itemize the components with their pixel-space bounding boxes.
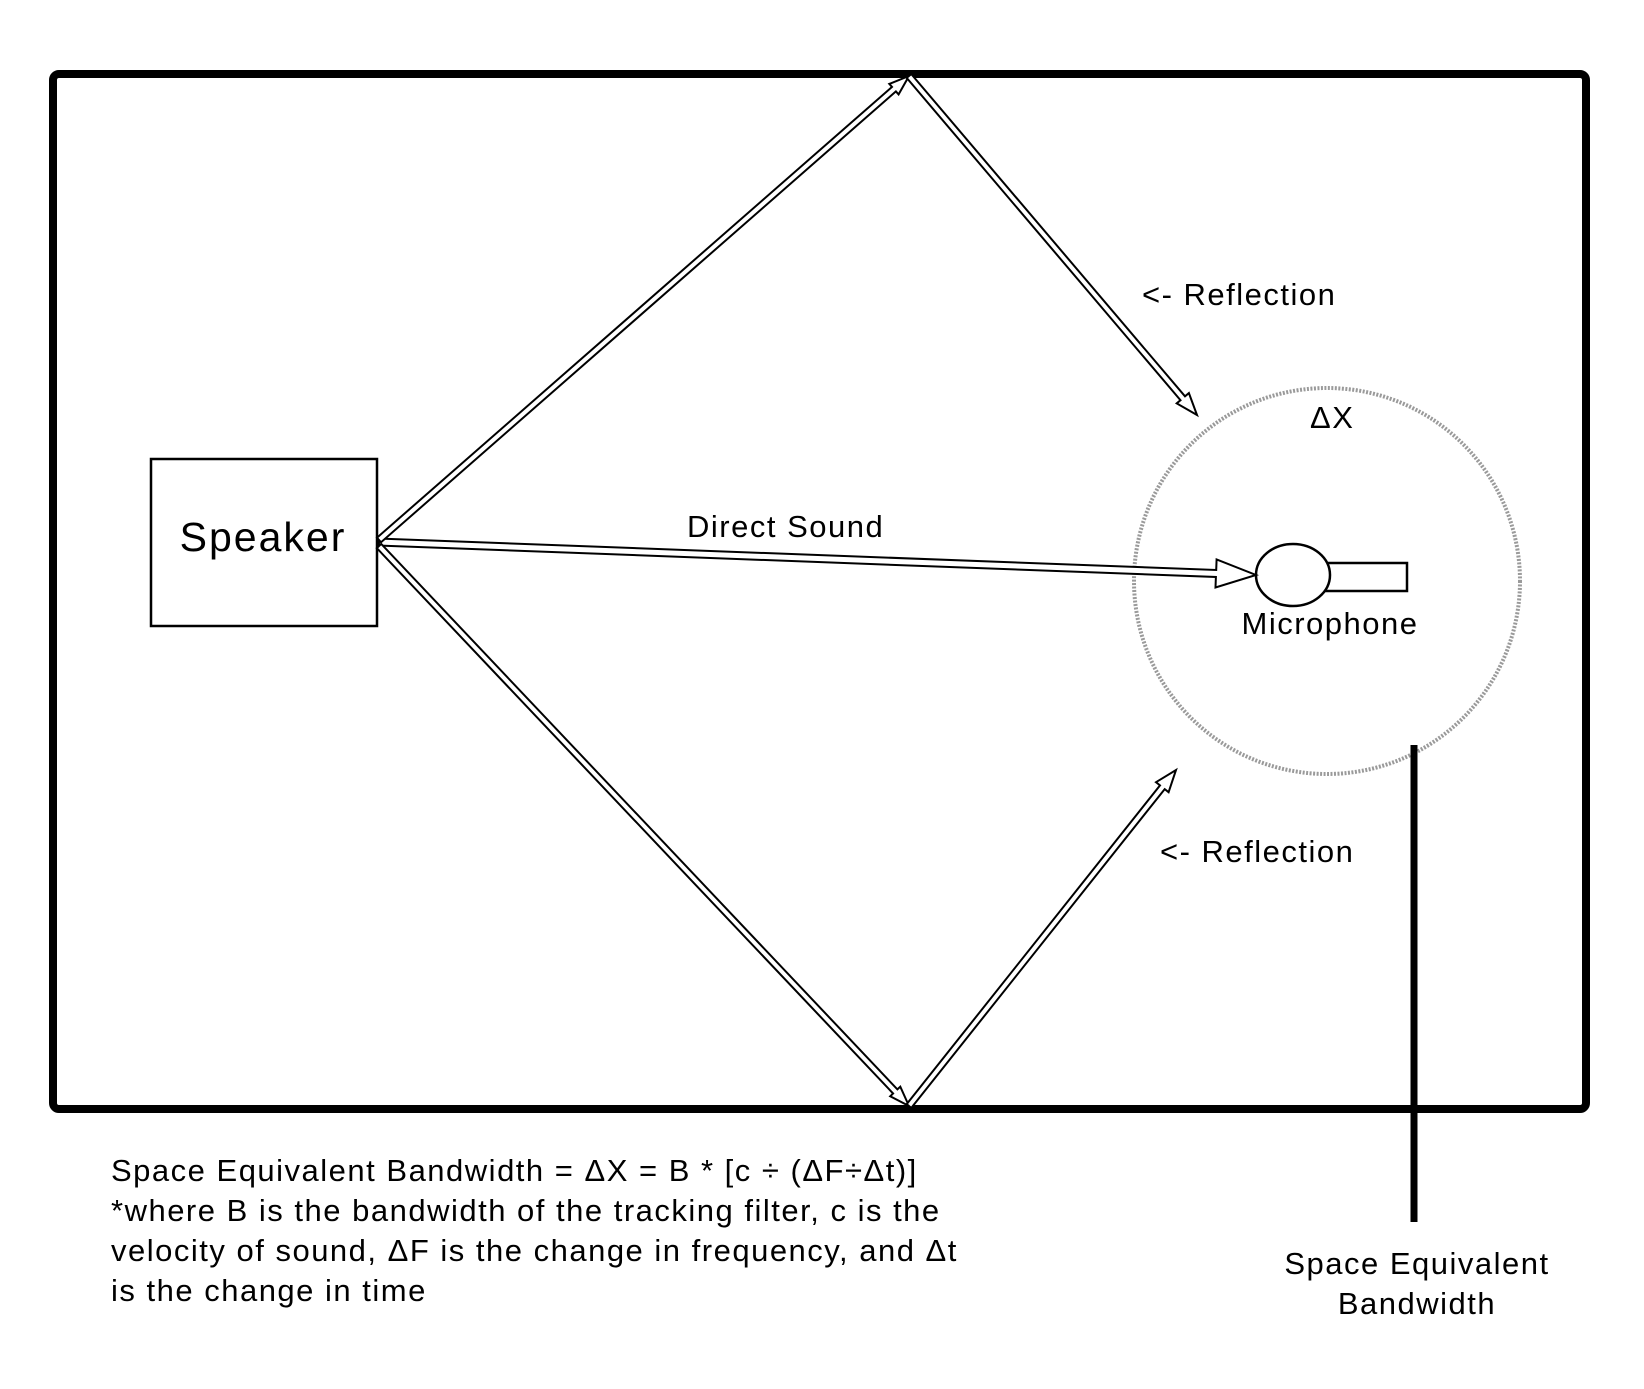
upper-reflection-arrow <box>905 72 1199 418</box>
callout-label-line1: Space Equivalent <box>1284 1246 1549 1281</box>
caption-line-2: *where B is the bandwidth of the trackin… <box>111 1193 941 1228</box>
microphone-label: Microphone <box>1242 606 1419 641</box>
caption-line-4: is the change in time <box>111 1273 427 1308</box>
microphone-body <box>1323 561 1409 593</box>
upper-path-to-wall-arrow <box>375 74 912 544</box>
microphone-head <box>1254 542 1332 608</box>
caption-line-1: Space Equivalent Bandwidth = ΔX = B * [c… <box>111 1153 918 1188</box>
speaker-label: Speaker <box>180 514 347 560</box>
delta-x-label: ΔX <box>1310 400 1354 435</box>
speaker-box <box>149 457 379 628</box>
room-outline <box>49 70 1590 1113</box>
space-equivalent-circle <box>1132 386 1522 776</box>
direct-sound-label: Direct Sound <box>687 509 884 544</box>
reflection-bottom-label: <- Reflection <box>1160 834 1354 869</box>
reflection-top-label: <- Reflection <box>1142 277 1336 312</box>
lower-reflection-arrow <box>905 767 1178 1110</box>
caption-line-3: velocity of sound, ΔF is the change in f… <box>111 1233 958 1268</box>
sound-paths <box>375 72 1260 1110</box>
lower-path-to-wall-arrow <box>375 542 912 1109</box>
direct-sound-arrow <box>377 537 1260 589</box>
callout-label-line2: Bandwidth <box>1338 1286 1496 1321</box>
